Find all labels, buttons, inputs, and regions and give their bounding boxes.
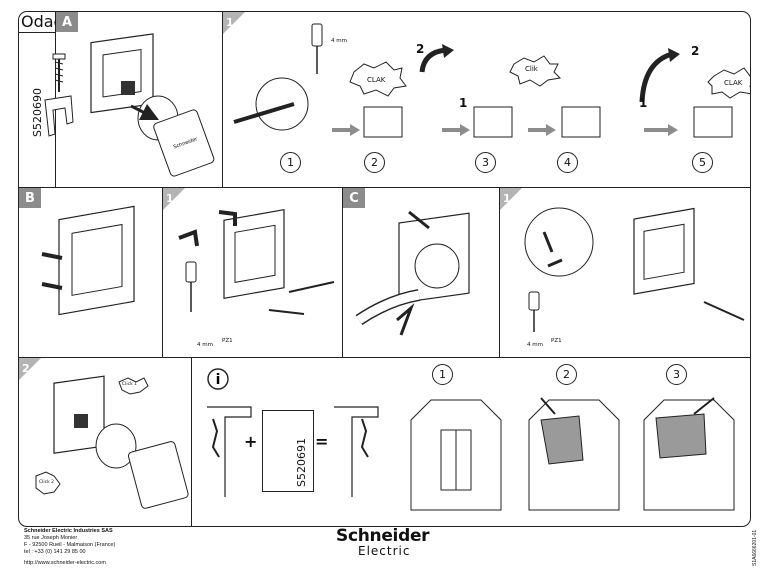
step-number-2: 2 <box>364 152 385 173</box>
step-number-5: 5 <box>692 152 713 173</box>
frame-illustration-b <box>41 205 135 316</box>
step-c1-tag: 1 <box>503 191 511 205</box>
plus-operator: + <box>244 432 258 451</box>
divider-row2 <box>19 357 750 359</box>
step-number-1: 1 <box>280 152 301 173</box>
clip-ref: S520691 <box>295 438 308 487</box>
brand-line-2: Electric <box>358 544 411 558</box>
address-line-1: 35 rue Joseph Monier <box>24 535 78 541</box>
arrow-number-1a: 1 <box>459 96 468 110</box>
address-line-2: F - 92500 Rueil - Malmaison (France) <box>24 542 116 548</box>
tool-size-label: 4 mm <box>331 38 347 44</box>
brand-line-1: Schneider <box>336 526 430 546</box>
step-2-tag: 2 <box>22 361 30 375</box>
wall-detail-left <box>207 406 252 497</box>
phone: tel : +33 (0) 141 29 85 00 <box>24 549 86 555</box>
step-number-3: 3 <box>475 152 496 173</box>
arrow-number-2a: 2 <box>416 42 425 56</box>
removal-sequence <box>233 23 750 138</box>
equals-operator: = <box>315 432 329 451</box>
step-1-tag: 1 <box>226 15 234 29</box>
frame-illustration-b1 <box>178 209 335 315</box>
clip-detail-3 <box>643 397 735 511</box>
divider-a-right <box>222 12 224 187</box>
company-address: Schneider Electric Industries SAS 35 rue… <box>24 528 115 567</box>
divider-title <box>19 32 55 34</box>
screw-clip-illustration <box>44 53 74 137</box>
step-number-4: 4 <box>557 152 578 173</box>
step-b1-tag: 1 <box>166 191 174 205</box>
arrow-number-1b: 1 <box>639 96 648 110</box>
sound-click-1: Click 1 <box>122 382 138 387</box>
tool-pz-label-b: PZ1 <box>222 338 233 344</box>
tool-size-label-c: 4 mm <box>527 342 543 348</box>
divider-c <box>499 187 501 357</box>
detail-step-3: 3 <box>666 364 687 385</box>
company-name: Schneider Electric Industries SAS <box>24 528 113 534</box>
sound-click-2: Click 2 <box>39 480 55 485</box>
clip-detail-1 <box>410 399 502 511</box>
instruction-sheet: Odace S520690 A 1 B 1 C 1 2 Schneider <box>18 11 751 527</box>
arrow-number-2b: 2 <box>691 44 700 58</box>
sound-clak-2: CLAK <box>724 79 743 87</box>
box-cable-illustration <box>355 210 470 336</box>
divider-mid <box>342 187 344 357</box>
frame-illustration-2 <box>35 375 189 509</box>
section-a-tag: A <box>56 12 78 32</box>
website-link[interactable]: http://www.schneider-electric.com <box>24 560 106 566</box>
clip-detail-2 <box>528 397 620 511</box>
sound-clik: Clik <box>525 65 538 73</box>
wall-detail-right <box>334 406 379 497</box>
divider-b <box>162 187 164 357</box>
detail-step-1: 1 <box>432 364 453 385</box>
tool-pz-label-c: PZ1 <box>551 338 562 344</box>
section-c-tag: C <box>343 188 365 208</box>
document-reference: S1A6666201-01 <box>752 529 758 566</box>
section-b-tag: B <box>19 188 41 208</box>
tool-size-label-b: 4 mm <box>197 342 213 348</box>
frame-illustration-a: Schneider <box>90 33 215 177</box>
frame-illustration-c1 <box>524 207 745 332</box>
brand-logo: Schneider Electric <box>336 526 430 558</box>
sound-clak-1: CLAK <box>367 76 386 84</box>
detail-step-2: 2 <box>556 364 577 385</box>
divider-row1 <box>19 187 750 189</box>
svg-text:i: i <box>216 372 221 388</box>
info-icon: i <box>207 368 229 390</box>
divider-row3 <box>191 357 193 526</box>
clip-ref-box: S520691 <box>262 410 314 492</box>
